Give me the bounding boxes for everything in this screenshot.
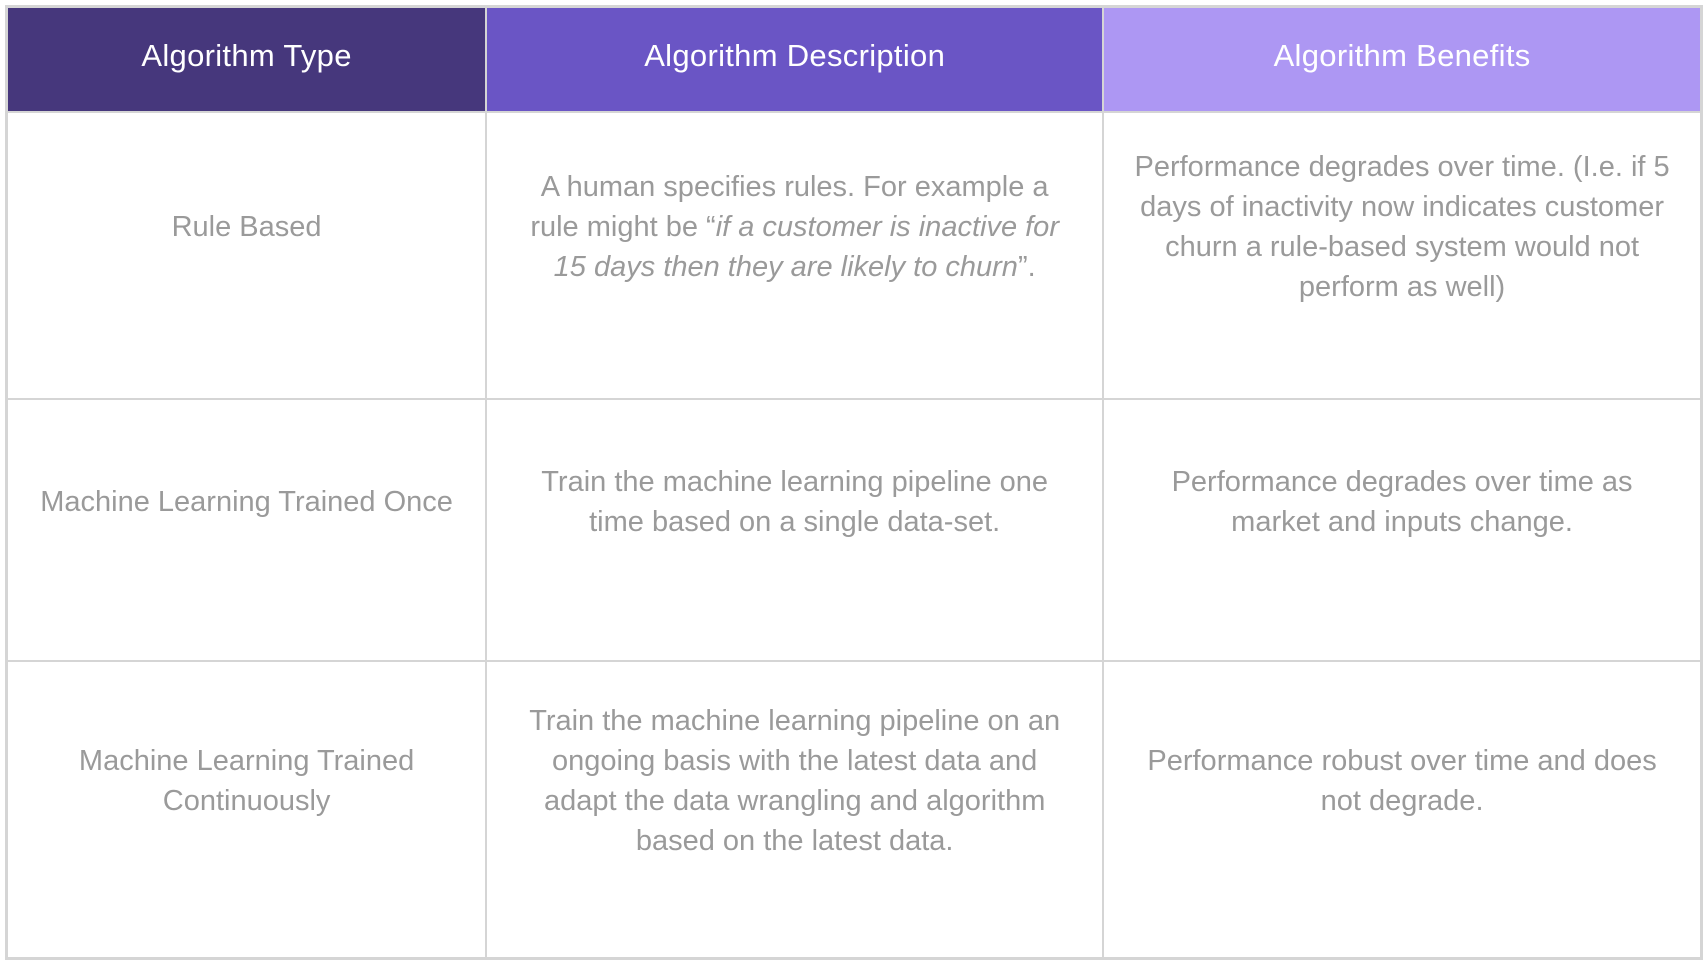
- header-algorithm-benefits: Algorithm Benefits: [1102, 5, 1703, 113]
- cell-algorithm-description: A human specifies rules. For example a r…: [485, 110, 1105, 400]
- page: Algorithm Type Algorithm Description Alg…: [5, 5, 1703, 960]
- header-algorithm-description: Algorithm Description: [485, 5, 1105, 113]
- header-algorithm-type: Algorithm Type: [5, 5, 488, 113]
- cell-algorithm-benefits: Performance degrades over time. (I.e. if…: [1102, 110, 1703, 400]
- cell-algorithm-description: Train the machine learning pipeline one …: [485, 397, 1105, 662]
- cell-algorithm-benefits: Performance degrades over time as market…: [1102, 397, 1703, 662]
- cell-algorithm-type: Machine Learning Trained Continuously: [5, 659, 488, 960]
- description-text: A human specifies rules. For example a r…: [530, 171, 1049, 243]
- algorithm-comparison-table: Algorithm Type Algorithm Description Alg…: [5, 5, 1703, 960]
- table-row-rule-based: Rule Based A human specifies rules. For …: [5, 110, 1703, 400]
- description-text-italic: if a customer is inactive for 15 days th…: [553, 211, 1059, 283]
- table-row-ml-trained-continuously: Machine Learning Trained Continuously Tr…: [5, 659, 1703, 960]
- description-text: ”.: [1017, 251, 1036, 283]
- table-row-ml-trained-once: Machine Learning Trained Once Train the …: [5, 397, 1703, 662]
- cell-algorithm-description: Train the machine learning pipeline on a…: [485, 659, 1105, 960]
- cell-algorithm-type: Machine Learning Trained Once: [5, 397, 488, 662]
- cell-algorithm-type: Rule Based: [5, 110, 488, 400]
- header-row: Algorithm Type Algorithm Description Alg…: [5, 5, 1703, 113]
- cell-algorithm-benefits: Performance robust over time and does no…: [1102, 659, 1703, 960]
